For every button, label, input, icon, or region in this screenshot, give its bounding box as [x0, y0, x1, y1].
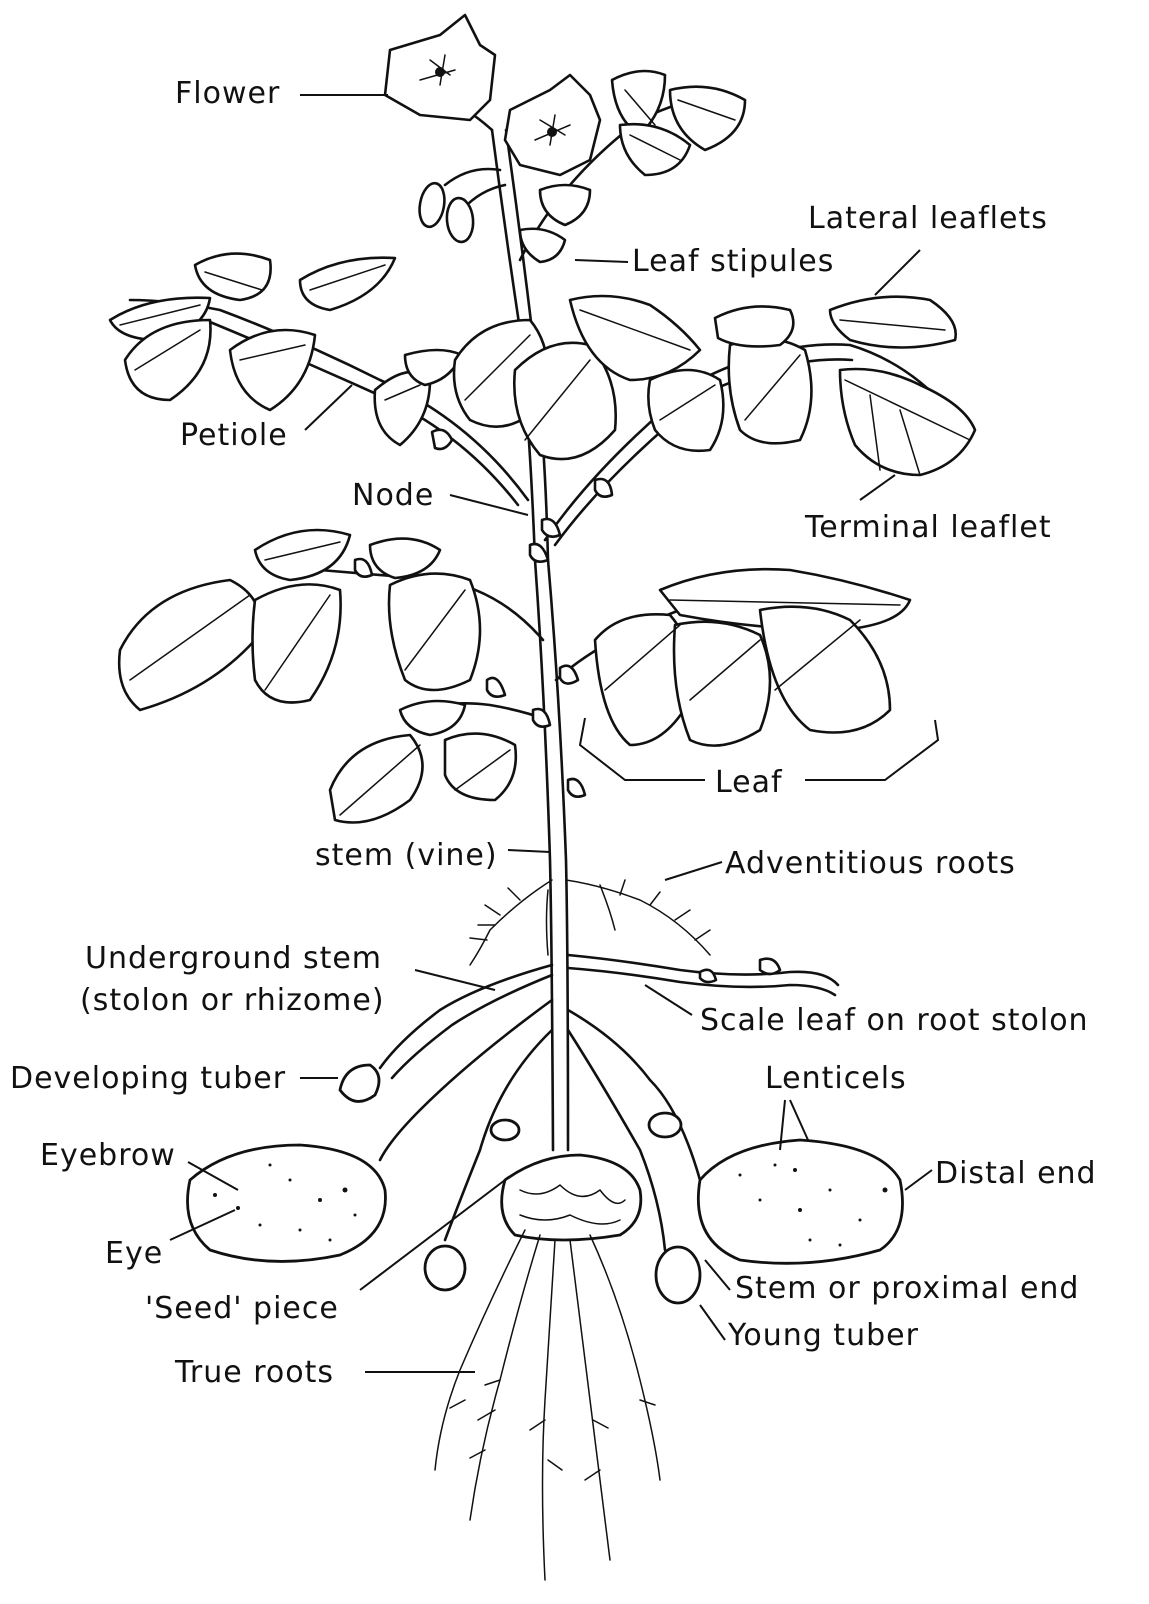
label-flower: Flower — [175, 76, 280, 111]
middle-left-leaves — [119, 530, 480, 710]
terminal-leaflet — [840, 369, 975, 475]
true-roots — [435, 1230, 660, 1580]
tuber-right — [698, 1140, 902, 1263]
label-leaf: Leaf — [715, 765, 783, 800]
label-underground-stem-2: (stolon or rhizome) — [80, 983, 385, 1018]
label-lateral-leaflets: Lateral leaflets — [808, 201, 1048, 236]
seed-piece — [502, 1155, 641, 1240]
label-underground-stem-1: Underground stem — [85, 941, 382, 976]
label-distal-end: Distal end — [935, 1156, 1097, 1191]
label-terminal-leaflet: Terminal leaflet — [804, 510, 1052, 545]
label-adventitious-roots: Adventitious roots — [725, 846, 1016, 881]
petiole-leaves — [110, 254, 462, 445]
label-true-roots: True roots — [174, 1355, 334, 1390]
label-seed-piece: 'Seed' piece — [145, 1291, 339, 1326]
flower-buds — [416, 181, 475, 243]
label-lenticels: Lenticels — [765, 1061, 907, 1096]
label-node: Node — [352, 478, 434, 513]
tuber-left — [188, 1145, 386, 1261]
flower-1 — [385, 15, 495, 120]
developing-tuber — [340, 1065, 379, 1101]
label-eyebrow: Eyebrow — [40, 1138, 176, 1173]
label-leaf-stipules: Leaf stipules — [632, 244, 834, 279]
label-scale-leaf: Scale leaf on root stolon — [700, 1003, 1089, 1038]
label-stem-proximal-end: Stem or proximal end — [735, 1271, 1079, 1306]
label-young-tuber: Young tuber — [727, 1318, 919, 1353]
label-eye: Eye — [105, 1236, 163, 1271]
middle-right-leaves — [595, 569, 910, 745]
lateral-leaflets — [830, 297, 956, 348]
label-petiole: Petiole — [180, 418, 288, 453]
label-stem-vine: stem (vine) — [315, 838, 498, 873]
adventitious-roots — [470, 880, 710, 965]
center-leaves — [454, 296, 811, 459]
flower-2 — [505, 75, 600, 175]
label-developing-tuber: Developing tuber — [10, 1061, 286, 1096]
lower-left-leaves — [330, 701, 516, 823]
